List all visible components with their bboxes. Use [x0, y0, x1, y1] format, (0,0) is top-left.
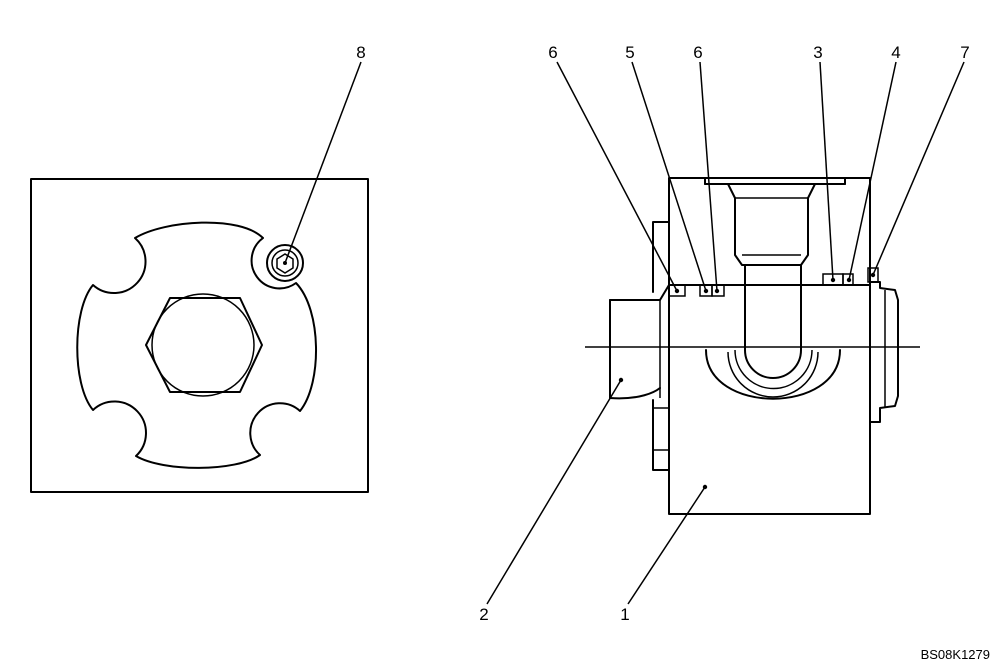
leader-lines [284, 61, 965, 605]
callout-6: 6 [693, 43, 702, 62]
hex-nut-bore [151, 293, 255, 397]
callout-5: 5 [625, 43, 634, 62]
callout-6: 6 [548, 43, 557, 62]
callout-4: 4 [891, 43, 900, 62]
chamber-arc [705, 349, 841, 400]
shaft [609, 284, 871, 400]
callout-7: 7 [960, 43, 969, 62]
end-cap [869, 281, 899, 423]
hex-nut [145, 297, 263, 393]
left-flange [652, 221, 670, 293]
seal-6a [668, 284, 686, 297]
fitting [727, 183, 816, 266]
section-view [585, 177, 920, 515]
callout-8: 8 [356, 43, 365, 62]
figure-id: BS08K1279 [920, 647, 990, 662]
callout-2: 2 [479, 605, 488, 624]
seal-4 [842, 273, 854, 286]
lobed-flange [76, 221, 318, 469]
end-view [30, 178, 369, 493]
vertical-bore [744, 264, 802, 379]
plug-8 [266, 244, 304, 282]
callout-3: 3 [813, 43, 822, 62]
main-body [668, 177, 871, 515]
callout-1: 1 [620, 605, 629, 624]
seal-7 [867, 267, 879, 283]
end-view-housing [30, 178, 369, 493]
seal-6b [711, 284, 725, 297]
leader-dots [618, 272, 876, 490]
callout-labels: 8 6 5 6 3 4 7 2 1 [356, 43, 969, 624]
